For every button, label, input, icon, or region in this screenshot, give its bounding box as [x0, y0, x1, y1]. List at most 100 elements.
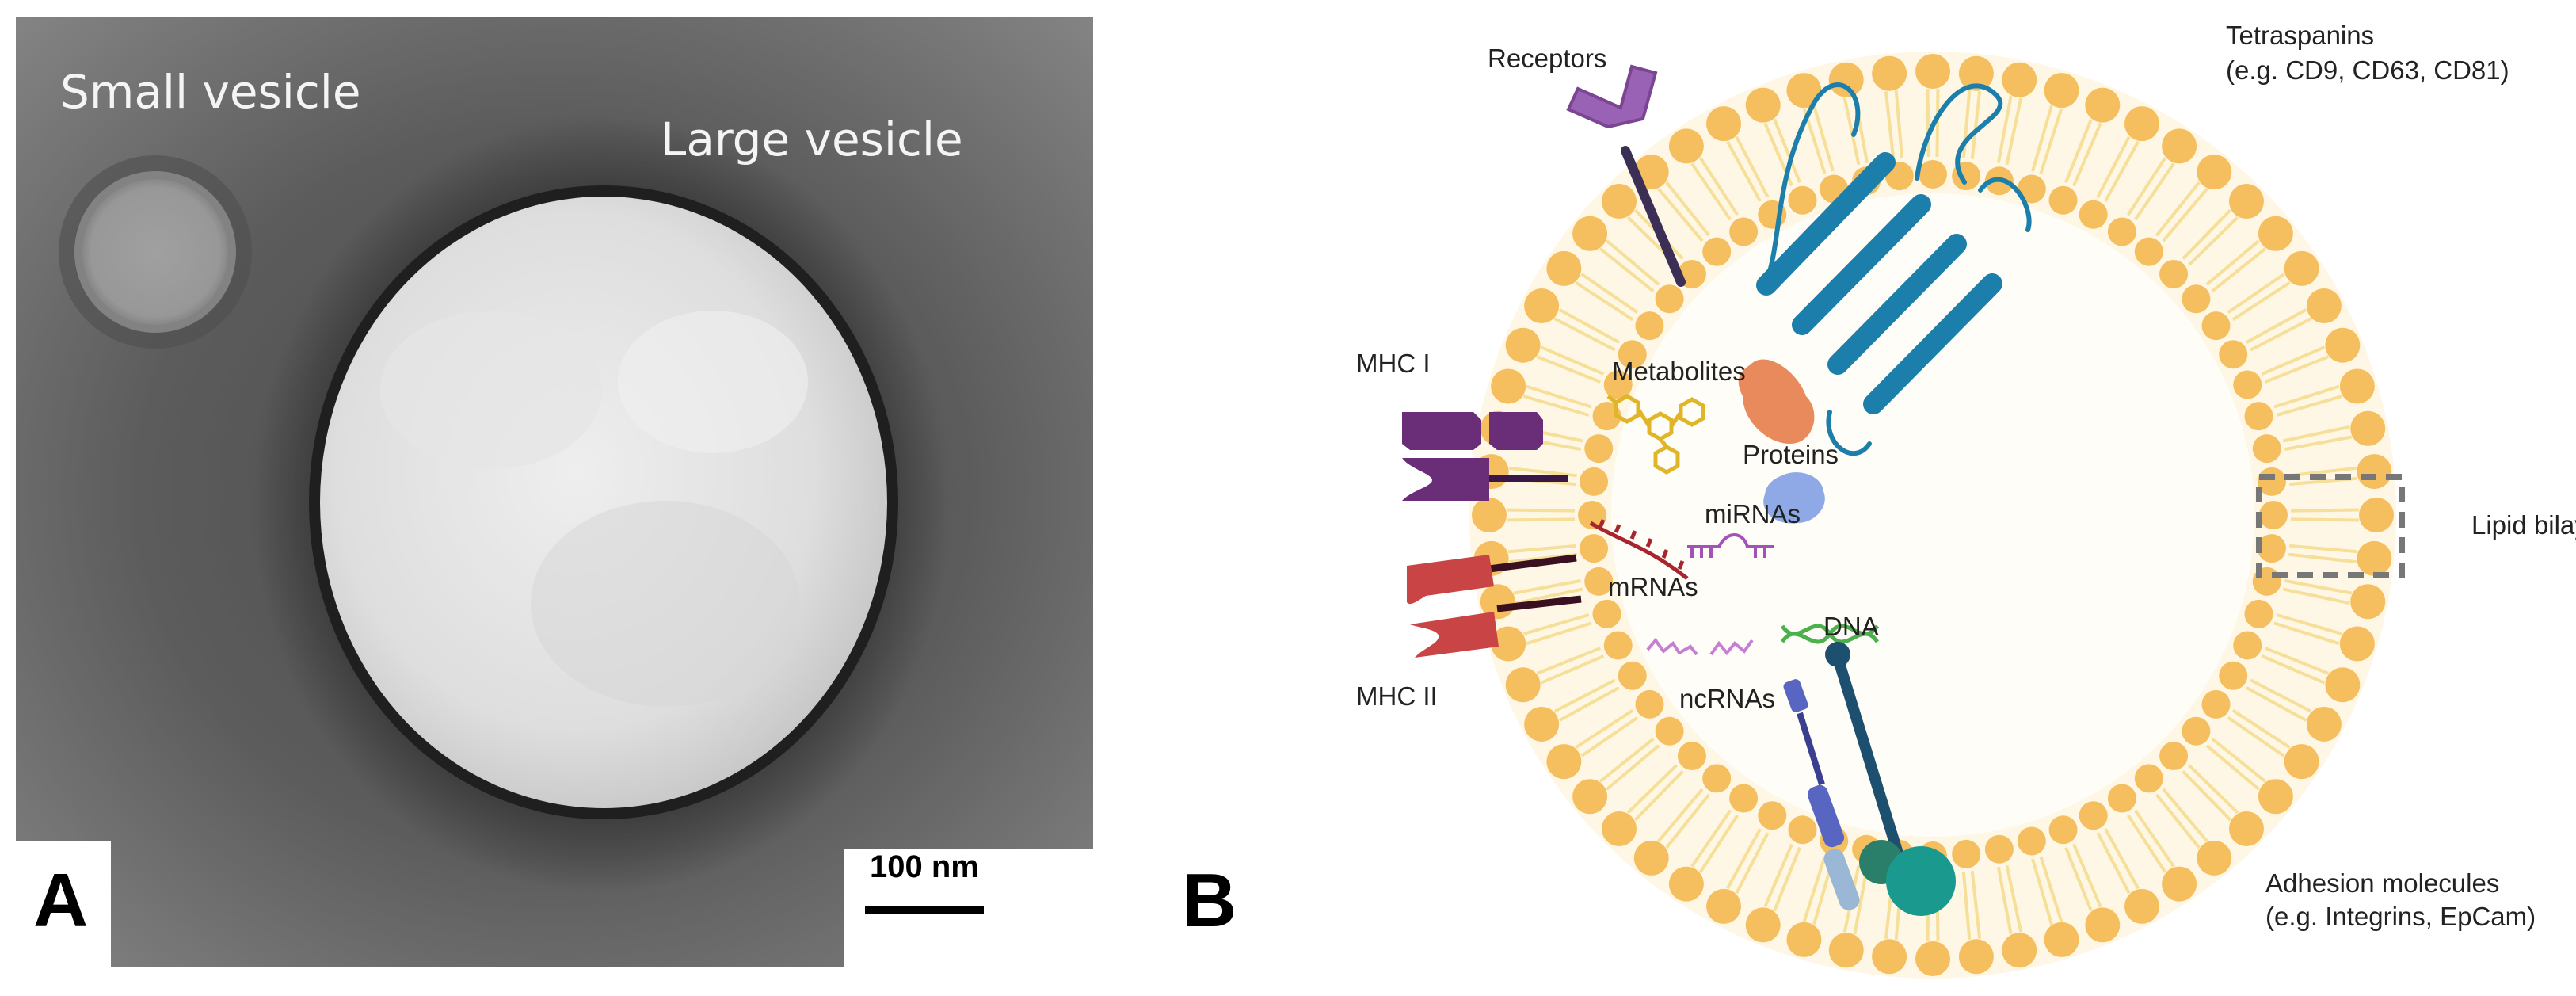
lipid-head — [2339, 626, 2375, 662]
lipid-head — [1618, 661, 1647, 690]
lipid-tail — [2227, 716, 2261, 741]
lipid-tail — [2104, 828, 2125, 864]
lipid-tail — [1537, 517, 1576, 521]
lipid-tail — [2211, 737, 2243, 765]
lipid-tails — [1507, 89, 2359, 941]
lipid-head — [1872, 55, 1907, 91]
micrograph-panel: Small vesicle Large vesicle A 100 nm — [16, 17, 1093, 967]
proteins — [1738, 359, 1825, 524]
lipid-tail — [2182, 230, 2211, 260]
lipid-head — [1952, 839, 1981, 868]
lipid-tail — [1564, 366, 1602, 384]
lipid-head — [2284, 744, 2319, 780]
lipid-tail — [1564, 647, 1602, 664]
lipid-head — [2197, 155, 2232, 190]
lipid-tail — [2072, 843, 2090, 880]
lipid-head — [1788, 815, 1817, 845]
lipid-head — [2124, 888, 2159, 924]
lipid-tail — [2231, 708, 2266, 733]
lipid-tail — [1935, 119, 1939, 158]
lipid-head — [1546, 250, 1582, 286]
lipid-tail — [2246, 686, 2281, 708]
lipid-head — [2258, 779, 2293, 815]
lipid-tail — [2264, 366, 2301, 384]
lipid-tail — [2162, 788, 2189, 819]
lipid-head — [1635, 311, 1664, 341]
large-vesicle — [320, 197, 887, 808]
lipid-tail — [1812, 136, 1827, 174]
vesicle-lumen — [1611, 193, 2254, 837]
lipid-head — [2259, 501, 2288, 529]
label-mhc-i: MHC I — [1356, 349, 1431, 378]
lipid-head — [1584, 434, 1614, 464]
label-ncrnas: ncRNAs — [1679, 684, 1775, 713]
lipid-head — [1578, 501, 1606, 529]
lipid-tail — [1740, 166, 1762, 202]
mhc-ii — [1407, 554, 1582, 658]
lipid-tail — [2290, 509, 2329, 513]
label-mhc-ii: MHC II — [1356, 681, 1438, 711]
lipid-tail — [2231, 297, 2266, 322]
lipid-tail — [1970, 120, 1978, 159]
lipid-tail — [2205, 744, 2237, 772]
lipid-head — [1572, 216, 1608, 251]
lipid-tail — [1545, 431, 1583, 443]
mhc-i — [1402, 412, 1568, 501]
lipid-tail — [2039, 856, 2054, 894]
lipid-head — [2107, 217, 2136, 246]
lipid-tail — [2284, 441, 2323, 452]
lipid-tail — [2273, 394, 2311, 409]
lipid-head — [1505, 667, 1541, 703]
lipid-head — [1872, 939, 1907, 975]
lipid-tail — [1775, 150, 1793, 187]
lipid-head — [1655, 716, 1684, 746]
lipid-tail — [2031, 134, 2045, 172]
label-lipid-bilayer: Lipid bilayer — [2471, 510, 2576, 540]
lipid-head — [1745, 87, 1781, 123]
lipid-head — [2159, 742, 2189, 771]
lipid-head — [2325, 327, 2361, 363]
lipid-tail — [2188, 764, 2218, 793]
lipid-tail — [2282, 431, 2321, 443]
lipid-tail — [1683, 204, 1711, 237]
lipid-tail — [2276, 403, 2314, 417]
lipid-tail — [1996, 866, 2007, 905]
lipid-head — [1919, 160, 1947, 189]
lipid-tail — [1554, 394, 1592, 409]
lipid-tail — [2188, 237, 2218, 266]
lipid-head — [1491, 368, 1526, 404]
lipid-head — [2162, 128, 2197, 164]
lipid-tail — [1748, 162, 1770, 198]
lipid-head — [2201, 689, 2231, 719]
lipid-tail — [2133, 187, 2159, 221]
lipid-head — [2357, 454, 2392, 490]
mirnas — [1687, 533, 1774, 558]
lipid-tail — [1683, 793, 1711, 826]
lipid-tail — [2261, 654, 2298, 673]
scale-bar-label: 100 nm — [870, 849, 979, 884]
lipid-head — [2079, 801, 2108, 830]
lipid-head — [1592, 599, 1621, 628]
lipid-head — [1828, 62, 1864, 97]
lipid-head — [2306, 288, 2342, 324]
lipid-tail — [2290, 517, 2329, 521]
lipid-head — [2257, 534, 2286, 563]
lipid-head — [2219, 340, 2248, 369]
lipid-head — [2085, 87, 2121, 123]
lipid-tail — [2155, 793, 2182, 826]
small-vesicle-label: Small vesicle — [60, 65, 361, 119]
lipid-tail — [2155, 204, 2182, 237]
lipid-head — [2085, 907, 2121, 943]
lipid-head — [1602, 184, 1637, 219]
lipid-tail — [1580, 330, 1616, 352]
lipid-tail — [2133, 809, 2159, 843]
lipid-head — [1788, 185, 1817, 215]
lipid-head — [1491, 626, 1526, 662]
lipid-tail — [2261, 357, 2298, 376]
lipid-tail — [2162, 211, 2189, 242]
lipid-tail — [1996, 125, 2007, 164]
lipid-head — [1633, 840, 1669, 876]
large-vesicle-label: Large vesicle — [661, 113, 963, 166]
lipid-tail — [1715, 814, 1740, 849]
lipid-tail — [1961, 872, 1969, 910]
